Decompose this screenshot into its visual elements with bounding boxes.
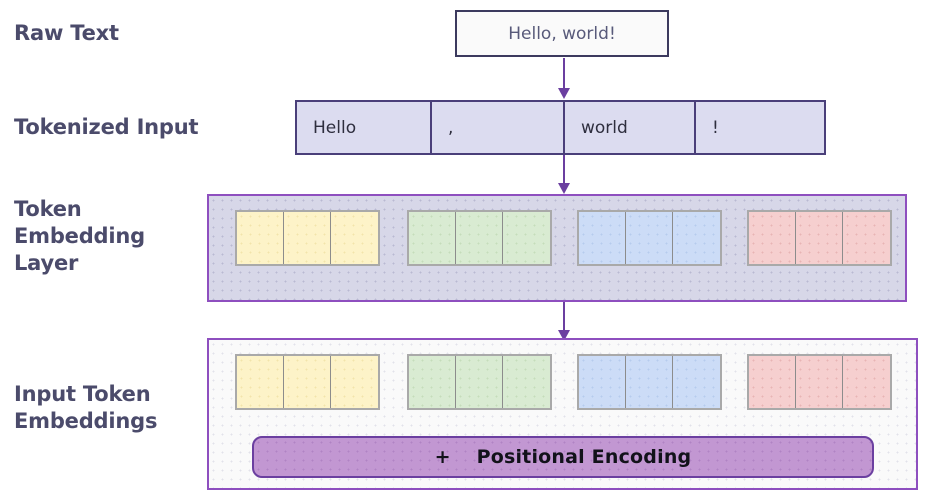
embedding-cell — [579, 212, 626, 264]
row-label-input-token-embeddings: Input Token Embeddings — [14, 382, 158, 433]
input-embedding-cell — [626, 356, 673, 408]
arrow-shaft — [563, 302, 565, 331]
input-embedding-cell — [843, 356, 890, 408]
embedding-cell-row — [235, 210, 380, 266]
embedding-cell — [284, 212, 331, 264]
raw-text-value: Hello, world! — [508, 23, 616, 44]
embedding-cell-row — [407, 210, 552, 266]
input-embedding-cell — [579, 356, 626, 408]
arrow-shaft — [563, 58, 565, 89]
input-embedding-cell — [237, 356, 284, 408]
token-cell: Hello — [297, 102, 432, 153]
arrow-down-icon-tokenized-to-embedding — [558, 155, 570, 195]
embedding-cell — [843, 212, 890, 264]
input-embedding-cell-row — [577, 354, 722, 410]
input-embedding-cell — [673, 356, 720, 408]
token-cell: world — [565, 102, 696, 153]
embedding-cell — [673, 212, 720, 264]
input-embedding-cell-row — [235, 354, 380, 410]
input-embedding-cell — [331, 356, 378, 408]
input-embedding-cell — [456, 356, 503, 408]
embedding-cell — [237, 212, 284, 264]
row-label-raw-text: Raw Text — [14, 21, 119, 45]
input-embedding-cell — [749, 356, 796, 408]
input-embedding-cell-row — [747, 354, 892, 410]
input-embedding-cell — [796, 356, 843, 408]
input-token-embeddings-panel: Hello , world ! — [207, 338, 918, 490]
input-embedding-cell-row — [407, 354, 552, 410]
token-cell: , — [432, 102, 565, 153]
row-label-tokenized-input: Tokenized Input — [14, 115, 199, 139]
embedding-cell-row — [747, 210, 892, 266]
token-cell: ! — [696, 102, 824, 153]
embedding-cell — [626, 212, 673, 264]
input-embedding-cell — [284, 356, 331, 408]
arrow-shaft — [563, 155, 565, 184]
arrow-head — [558, 183, 570, 194]
embedding-cell — [456, 212, 503, 264]
arrow-down-icon-embedding-to-input — [558, 302, 570, 342]
embedding-cell — [503, 212, 550, 264]
input-embedding-cell — [409, 356, 456, 408]
positional-encoding-label: Positional Encoding — [476, 446, 692, 468]
embedding-cell — [796, 212, 843, 264]
token-embedding-layer-panel: Hello , world ! — [207, 194, 907, 302]
embedding-cell — [331, 212, 378, 264]
raw-text-box: Hello, world! — [455, 10, 669, 57]
plus-icon: + — [434, 446, 451, 468]
arrow-head — [558, 330, 570, 341]
embedding-cell — [409, 212, 456, 264]
embedding-cell-row — [577, 210, 722, 266]
arrow-down-icon-raw-to-tokenized — [558, 58, 570, 100]
embedding-cell — [749, 212, 796, 264]
tokenized-input-strip: Hello , world ! — [295, 100, 826, 155]
arrow-head — [558, 88, 570, 99]
row-label-token-embedding-layer: Token Embedding Layer — [14, 197, 145, 275]
positional-encoding-bar: + Positional Encoding — [252, 436, 874, 478]
input-embedding-cell — [503, 356, 550, 408]
